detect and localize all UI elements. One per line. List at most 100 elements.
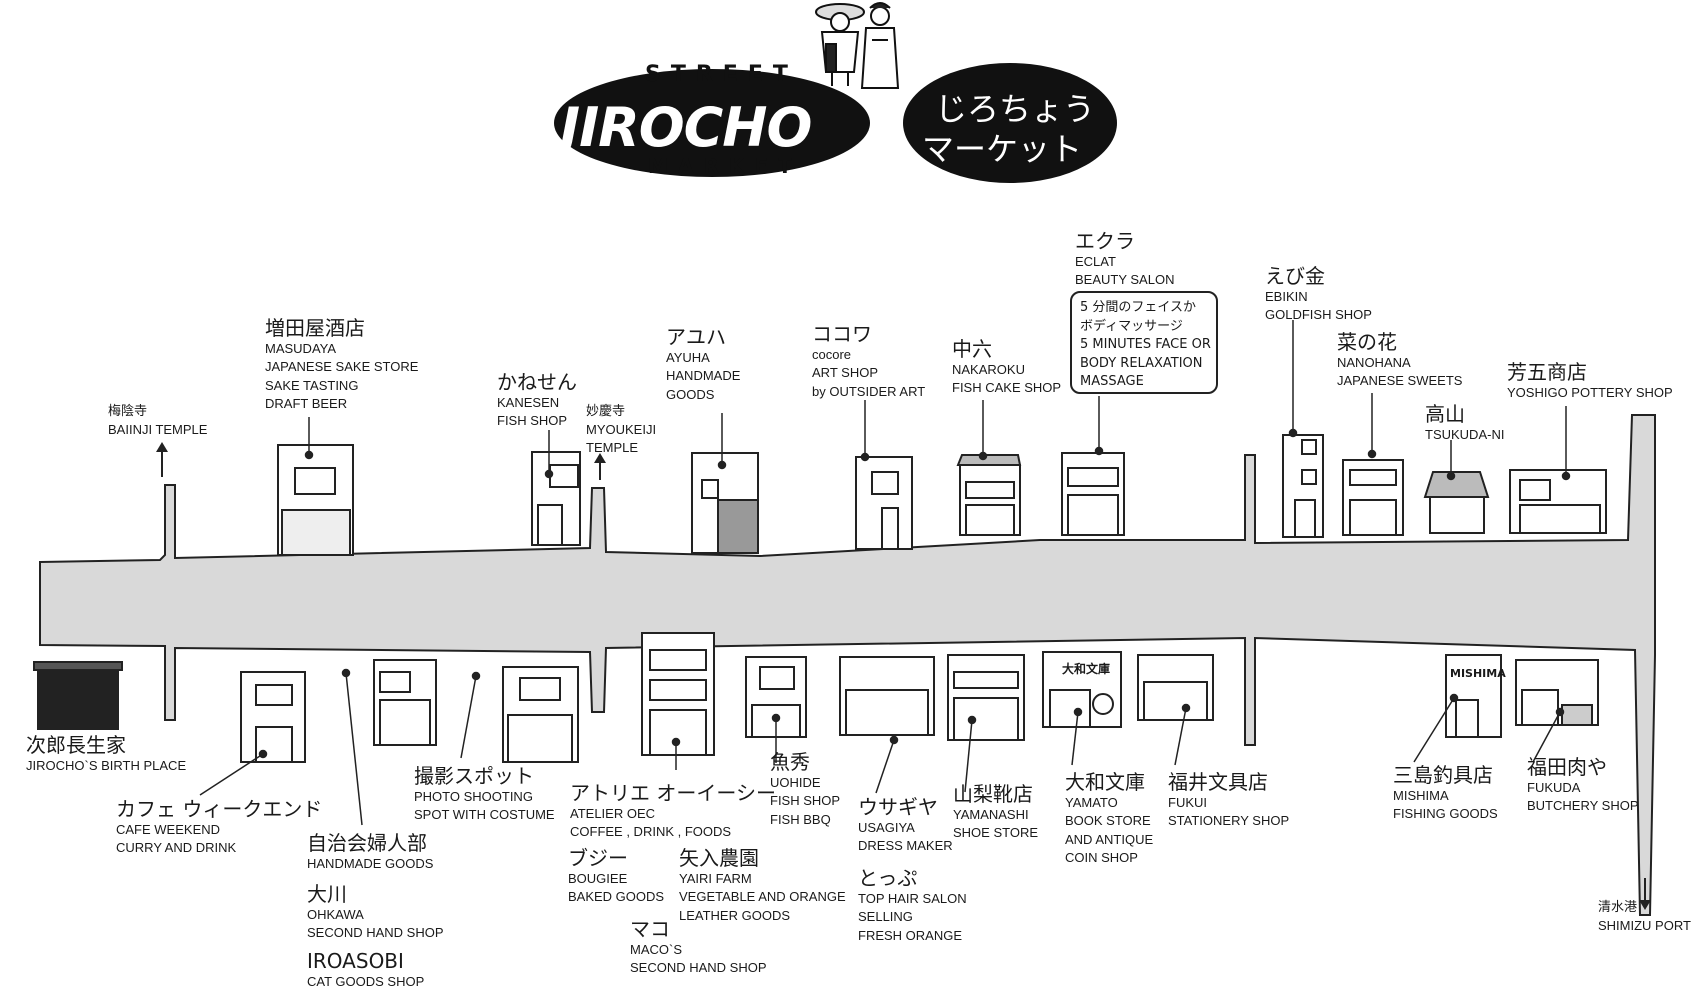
shop-maco: マコ MACO`S SECOND HAND SHOP (630, 917, 767, 978)
shop-yamanashi: 山梨靴店 YAMANASHI SHOE STORE (953, 782, 1038, 843)
shop-name-jp: 菜の花 (1337, 330, 1397, 354)
jp-title-line1: じろちょう (935, 90, 1096, 128)
shop-line: TSUKUDA-NI (1425, 427, 1505, 442)
building-iroasobi (502, 666, 579, 763)
shop-line: GOODS (666, 386, 715, 402)
logo-oval (554, 69, 870, 177)
mascot-figures-icon (815, 2, 900, 89)
building-eclat (1061, 452, 1125, 536)
building-takayama (1423, 471, 1490, 534)
shop-line: MISHIMA (1393, 788, 1449, 803)
shop-takayama: 高山 TSUKUDA-NI (1425, 402, 1504, 444)
building-fukui (1137, 654, 1214, 721)
shop-line: MACO`S (630, 942, 682, 957)
shop-name-jp: 矢入農園 (679, 846, 759, 870)
shop-name-jp: ブジー (568, 846, 628, 870)
building-fukuda (1515, 659, 1599, 726)
shop-name-jp: 大川 (307, 882, 347, 906)
shop-line: DRESS MAKER (858, 838, 953, 854)
shop-line: YAIRI FARM (679, 871, 752, 886)
shop-line: UOHIDE (770, 775, 821, 790)
shop-line: USAGIYA (858, 820, 915, 835)
shop-name-jp: かねせん (497, 370, 577, 394)
shop-line: by OUTSIDER ART (812, 383, 926, 399)
shop-eclat: エクラ ECLAT BEAUTY SALON (1075, 229, 1174, 290)
shop-line: ECLAT (1075, 254, 1116, 269)
shop-line: BOUGIEE (568, 871, 628, 886)
shop-yairi: 矢入農園 YAIRI FARM VEGETABLE AND ORANGE LEA… (679, 846, 846, 925)
shop-line: SELLING (858, 909, 913, 925)
shop-line: YAMATO (1065, 795, 1118, 810)
shop-line: ATELIER OEC (570, 806, 656, 821)
shop-name-jp: アトリエ オーイーシー (570, 781, 776, 805)
shop-line: FISH SHOP (770, 793, 841, 809)
shop-photo-spot: 撮影スポット PHOTO SHOOTING SPOT WITH COSTUME (414, 764, 555, 825)
shop-name-jp: 中六 (952, 337, 992, 361)
shop-line: NAKAROKU (952, 362, 1025, 377)
shop-line: BUTCHERY SHOP (1527, 798, 1639, 814)
mishima-shop-sign: MISHIMA (1450, 667, 1506, 680)
baiinji-jp: 梅陰寺 (108, 404, 148, 419)
shop-iroasobi: IROASOBI CAT GOODS SHOP (307, 949, 424, 991)
shop-birthplace: 次郎長生家 JIROCHO`S BIRTH PLACE (26, 733, 186, 775)
shop-line: KANESEN (497, 395, 560, 410)
shop-name-jp: マコ (630, 917, 670, 941)
shop-yoshigo: 芳五商店 YOSHIGO POTTERY SHOP (1507, 360, 1673, 402)
shop-line: JAPANESE SAKE STORE (265, 359, 419, 375)
building-ohkawa (373, 659, 437, 746)
shimizu-jp: 清水港 (1598, 900, 1638, 915)
shop-bougiee: ブジー BOUGIEE BAKED GOODS (568, 846, 664, 907)
shop-name-jp: 福田肉や (1527, 755, 1607, 779)
shop-line: PHOTO SHOOTING (414, 789, 533, 804)
shop-uohide: 魚秀 UOHIDE FISH SHOP FISH BBQ (770, 750, 840, 829)
shop-line: HANDMADE GOODS (307, 856, 434, 871)
shop-line: AYUHA (666, 350, 710, 365)
building-yamato (1042, 651, 1122, 728)
shop-yamato: 大和文庫 YAMATO BOOK STORE AND ANTIQUE COIN … (1065, 770, 1153, 868)
shop-line: FISH CAKE SHOP (952, 380, 1062, 396)
shop-fukui: 福井文具店 FUKUI STATIONERY SHOP (1168, 770, 1289, 831)
logo-market-word: MARKET (648, 154, 802, 178)
label-shimizu-port: 清水港 SHIMIZU PORT (1598, 900, 1691, 935)
shop-line: YAMANASHI (953, 807, 1029, 822)
shop-cocore: ココワ cocore ART SHOP by OUTSIDER ART (812, 322, 925, 401)
building-usagiya (839, 656, 935, 736)
shop-line: EBIKIN (1265, 289, 1308, 304)
building-nakaroku (956, 454, 1022, 536)
shop-name-jp: 撮影スポット (414, 764, 534, 788)
myoukeiji-jp: 妙慶寺 (586, 404, 626, 419)
shop-name-jp: 次郎長生家 (26, 733, 126, 757)
shop-name-jp: 芳五商店 (1507, 360, 1587, 384)
jp-title-line2: マーケット (922, 130, 1083, 168)
shop-name-jp: とっぷ (858, 866, 918, 890)
shop-line: GOLDFISH SHOP (1265, 307, 1372, 323)
shop-name-jp: 自治会婦人部 (307, 831, 427, 855)
shop-line: DRAFT BEER (265, 396, 348, 412)
shop-line: SPOT WITH COSTUME (414, 807, 555, 823)
shop-kanesen: かねせん KANESEN FISH SHOP (497, 370, 577, 431)
shop-line: BOOK STORE (1065, 813, 1151, 829)
building-cafe (240, 671, 306, 763)
shop-name-jp: IROASOBI (307, 949, 404, 973)
note-line: 5 MINUTES FACE OR (1080, 337, 1211, 352)
shop-cafe: カフェ ウィークエンド CAFE WEEKEND CURRY AND DRINK (116, 797, 322, 858)
shop-ayuha: アユハ AYUHA HANDMADE GOODS (666, 325, 740, 404)
shop-toppu: とっぷ TOP HAIR SALON SELLING FRESH ORANGE (858, 866, 967, 945)
shop-mishima: 三島釣具店 MISHIMA FISHING GOODS (1393, 763, 1498, 824)
myoukeiji-en2: TEMPLE (586, 440, 639, 456)
shop-fukuda: 福田肉や FUKUDA BUTCHERY SHOP (1527, 755, 1639, 816)
building-ayuha (691, 452, 759, 554)
shop-name-jp: エクラ (1075, 229, 1135, 253)
shop-line: NANOHANA (1337, 355, 1411, 370)
shop-line: FISH BBQ (770, 811, 831, 827)
shop-usagiya: ウサギヤ USAGIYA DRESS MAKER (858, 795, 953, 856)
shop-line: FISH SHOP (497, 413, 568, 429)
shop-line: JIROCHO`S BIRTH PLACE (26, 758, 187, 773)
label-baiinji: 梅陰寺 BAIINJI TEMPLE (108, 404, 207, 439)
shop-line: FUKUDA (1527, 780, 1581, 795)
shop-name-jp: ココワ (812, 322, 872, 346)
shop-name-jp: 高山 (1425, 402, 1465, 426)
shimizu-en: SHIMIZU PORT (1598, 917, 1691, 933)
shop-line: HANDMADE (666, 368, 741, 384)
